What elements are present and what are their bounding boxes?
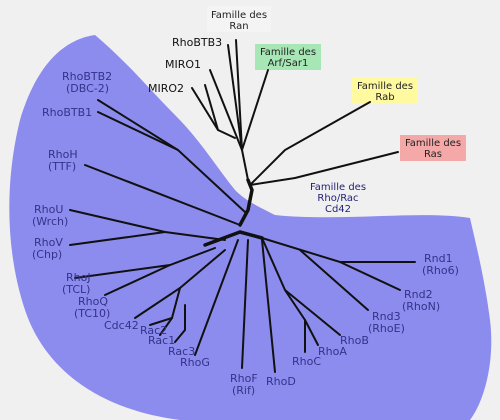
branch-ras — [249, 151, 399, 186]
branch-rhobtb3 — [227, 44, 243, 151]
leaf-rnd2-alias: (RhoN) — [402, 300, 440, 313]
leaf-rhoc: RhoC — [292, 355, 321, 368]
rab-family-box — [352, 78, 418, 104]
leaf-rnd1: Rnd1 — [424, 252, 453, 265]
rho-family-label-2: Rho/Rac — [317, 193, 358, 204]
ran-family-label-2: Ran — [229, 21, 248, 32]
rho-family-region — [9, 35, 492, 420]
branch-rnd2 — [339, 261, 401, 291]
rab-family-label: Famille des — [357, 81, 413, 92]
root-node-branch — [203, 230, 264, 247]
ras-family-label: Famille des — [405, 138, 461, 149]
branch-rac1 — [159, 317, 173, 336]
branch-rhog — [194, 239, 239, 356]
arf-family-label: Famille des — [260, 47, 316, 58]
leaf-rhobtb1: RhoBTB1 — [42, 106, 92, 119]
leaf-rhobtb2-alias: (DBC-2) — [66, 82, 109, 95]
leaf-rac1: Rac1 — [148, 334, 175, 347]
branch-rhof — [241, 239, 249, 369]
leaf-rhof-alias: (Rif) — [232, 384, 255, 397]
rab-family-label-2: Rab — [375, 92, 394, 103]
arf-family-label-2: Arf/Sar1 — [268, 58, 309, 69]
leaf-rhog: RhoG — [180, 356, 210, 369]
ran-family-box — [207, 6, 271, 32]
branch-rhod — [261, 239, 276, 373]
branch-rac3 — [174, 304, 186, 343]
branch-rhoq — [104, 264, 171, 296]
leaf-rhou: RhoU — [34, 203, 63, 216]
leaf-rac2: Rac2 — [140, 324, 167, 337]
leaf-rhob: RhoB — [340, 334, 369, 347]
rho-family-label: Famille des — [310, 182, 366, 193]
leaf-rhobtb2: RhoBTB2 — [62, 70, 112, 83]
branch-miro2-extra — [204, 84, 219, 131]
branch-miro1 — [209, 69, 243, 151]
branch-rnd3 — [299, 249, 369, 311]
leaf-rnd3-alias: (RhoE) — [368, 322, 405, 335]
leaf-rnd3: Rnd3 — [372, 310, 401, 323]
leaf-rhof: RhoF — [230, 372, 258, 385]
leaf-rhov: RhoV — [34, 236, 63, 249]
leaf-rnd1-alias: (Rho6) — [422, 264, 459, 277]
branch-rhobtb1 — [97, 111, 179, 151]
leaf-rhoq: RhoQ — [78, 295, 108, 308]
ran-family-label: Famille des — [211, 10, 267, 21]
leaf-rhobtb3: RhoBTB3 — [172, 36, 222, 49]
branch-rhov — [69, 231, 166, 246]
branch-ran — [235, 39, 249, 181]
ras-family-box — [400, 135, 466, 161]
leaf-miro2: MIRO2 — [148, 82, 184, 95]
leaf-rhoj: RhoJ — [66, 271, 91, 284]
leaf-miro1: MIRO1 — [165, 58, 201, 71]
leaf-rhoa: RhoA — [318, 345, 347, 358]
leaf-rhoh-alias: (TTF) — [48, 160, 76, 173]
ras-family-label-2: Ras — [424, 149, 442, 160]
rho-family-label-3: Cd42 — [325, 204, 351, 215]
leaf-rac3: Rac3 — [168, 345, 195, 358]
branch-rhob — [284, 289, 341, 336]
leaf-rhov-alias: (Chp) — [32, 248, 62, 261]
branch-rhoh — [84, 164, 241, 226]
leaf-cdc42: Cdc42 — [104, 319, 139, 332]
leaf-rhou-alias: (Wrch) — [32, 215, 68, 228]
leaf-rhod: RhoD — [266, 375, 296, 388]
arf-family-box — [255, 44, 321, 70]
branch-rhoa — [304, 319, 319, 346]
leaf-rhoj-alias: (TCL) — [62, 283, 90, 296]
leaf-rhoq-alias: (TC10) — [74, 307, 110, 320]
branch-rab — [249, 101, 371, 186]
branch-arf — [241, 69, 269, 151]
leaf-rnd2: Rnd2 — [404, 288, 433, 301]
leaf-rhoh: RhoH — [48, 148, 78, 161]
